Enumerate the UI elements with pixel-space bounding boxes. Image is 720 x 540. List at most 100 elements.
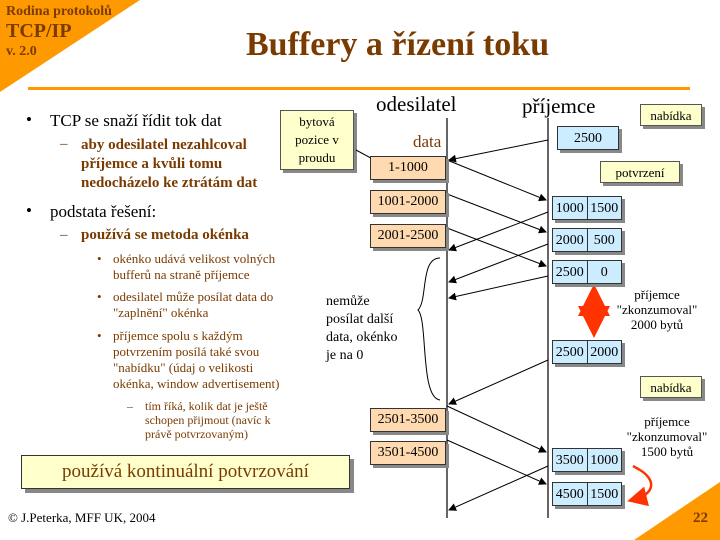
note-byte-positions: bytová pozice v proudu [280, 110, 354, 170]
sender-segment-3: 2001-2500 [370, 224, 446, 248]
sub-bullet-line: příjemce a kvůli tomu [81, 156, 223, 172]
offer-label-1: nabídka [640, 104, 702, 126]
ack-box-6: 4500 1500 [552, 482, 622, 506]
text-line: příjemce [644, 414, 690, 429]
sender-label: odesilatel [376, 92, 457, 116]
window-size: 2000 [586, 341, 622, 363]
note-line: proudu [298, 150, 336, 165]
bullet-flow-control: TCP se snaží řídit tok dat [50, 111, 222, 130]
data-label: data [413, 132, 442, 151]
title-rule [28, 87, 690, 90]
sender-segment-2: 1001-2000 [370, 190, 446, 214]
text-line: schopen přijmout (navíc k [145, 413, 271, 427]
text-line: okénka, window advertisement) [113, 376, 280, 391]
dash-marker: – [127, 399, 133, 413]
bullet-sender-fill: odesilatel může posílat data do "zaplněn… [113, 289, 273, 321]
version-label: v. 2.0 [6, 44, 37, 59]
bullet-dot: • [97, 251, 102, 266]
text-line: "zkonzumoval" [626, 429, 708, 444]
ack-box-4: 2500 2000 [552, 340, 622, 364]
arrow-ack-5 [448, 465, 549, 511]
dash-marker: – [60, 227, 68, 243]
page-number: 22 [693, 510, 708, 526]
sub-bullet-line: aby odesilatel nezahlcoval [81, 137, 247, 153]
text-line: "zaplnění" okénka [113, 305, 209, 320]
arrow-ack-2 [448, 243, 549, 284]
bullet-dot: • [26, 110, 32, 129]
red-arrow-consumed-2 [627, 468, 653, 507]
note-line: bytová [299, 114, 335, 129]
sender-segment-4: 2501-3500 [370, 408, 446, 432]
arrow-data-4 [446, 405, 547, 453]
initial-offer-value: 2500 [574, 131, 602, 146]
text-line: "nabídku" (údaj o velikosti [113, 360, 254, 375]
ack-number: 2500 [555, 345, 584, 360]
bullet-dot: • [97, 328, 102, 343]
cannot-send-note: nemůže posílat další data, okénko je na … [326, 293, 398, 365]
ack-box-1: 1000 1500 [552, 196, 622, 220]
arrow-initial-offer [448, 139, 549, 163]
text-line: nemůže [326, 294, 370, 309]
brace-cannot-send [417, 257, 441, 401]
arrow-data-5 [446, 439, 547, 485]
arrow-data-1 [446, 159, 547, 202]
ack-box-2: 2000 500 [552, 228, 622, 252]
dash-marker: – [60, 136, 68, 152]
arrow-ack-4 [448, 359, 549, 405]
bullet-dot: • [97, 289, 102, 304]
arrow-ack-1 [448, 211, 549, 252]
ack-box-3: 2500 0 [552, 260, 622, 284]
red-arrow-consumed-2b [632, 464, 641, 472]
consumed-2000-note: příjemce "zkonzumoval" 2000 bytů [612, 287, 702, 332]
text-line: odesilatel může posílat data do [113, 289, 274, 304]
ack-number: 1000 [555, 201, 584, 216]
sender-segment-1: 1-1000 [370, 156, 446, 180]
window-size: 500 [586, 229, 622, 251]
corner-decoration-top-left [0, 0, 140, 92]
bullet-window-size: okénko udává velikost volných bufferů na… [113, 251, 275, 283]
text-line: příjemce [634, 287, 680, 302]
sender-segment-5: 3501-4500 [370, 441, 446, 465]
consumed-1500-note: příjemce "zkonzumoval" 1500 bytů [622, 414, 712, 459]
window-size: 1500 [586, 483, 622, 505]
protocol-name: TCP/IP [6, 20, 72, 42]
arrow-ack-3 [448, 275, 549, 301]
ack-box-5: 3500 1000 [552, 448, 622, 472]
bullet-solution: podstata řešení: [50, 202, 157, 221]
text-line: "zkonzumoval" [616, 302, 698, 317]
ack-number: 2000 [555, 233, 584, 248]
window-size: 1000 [586, 449, 622, 471]
continuous-ack-box: používá kontinuální potvrzování [21, 455, 350, 489]
text-line: tím říká, kolik dat je ještě [145, 399, 268, 413]
bullet-receiver-offer: příjemce spolu s každým potvrzením posíl… [113, 328, 279, 392]
window-size: 1500 [586, 197, 622, 219]
arrow-data-2 [446, 193, 547, 234]
window-size: 0 [586, 261, 622, 283]
initial-offer-box: 2500 [557, 126, 619, 150]
sub-bullet-line: nedocházelo ke ztrátám dat [81, 175, 258, 191]
text-line: příjemce spolu s každým [113, 328, 243, 343]
text-line: 1500 bytů [640, 444, 694, 459]
ack-number: 4500 [555, 487, 584, 502]
sub-bullet-no-overload: aby odesilatel nezahlcoval příjemce a kv… [81, 136, 257, 193]
text-line: právě potvrzovaným) [145, 427, 248, 441]
text-line: je na 0 [326, 348, 364, 363]
sub-bullet-window-method: používá se metoda okénka [81, 227, 249, 243]
receiver-label: příjemce [522, 94, 596, 118]
page-title: Buffery a řízení toku [246, 26, 550, 63]
ack-label: potvrzení [600, 161, 680, 183]
series-name: Rodina protokolů [6, 4, 112, 19]
text-line: okénko udává velikost volných [113, 251, 276, 266]
arrow-data-3 [446, 227, 547, 268]
ack-number: 2500 [555, 265, 584, 280]
footer-author: © J.Peterka, MFF UK, 2004 [8, 510, 156, 525]
bullet-dot: • [26, 201, 32, 220]
text-line: posílat další [326, 312, 394, 327]
text-line: data, okénko [326, 330, 398, 345]
text-line: bufferů na straně příjemce [113, 267, 250, 282]
sub-bullet-capacity: tím říká, kolik dat je ještě schopen při… [145, 399, 271, 441]
offer-label-2: nabídka [640, 376, 702, 398]
text-line: potvrzením posílá také svou [113, 344, 260, 359]
ack-number: 3500 [555, 453, 584, 468]
